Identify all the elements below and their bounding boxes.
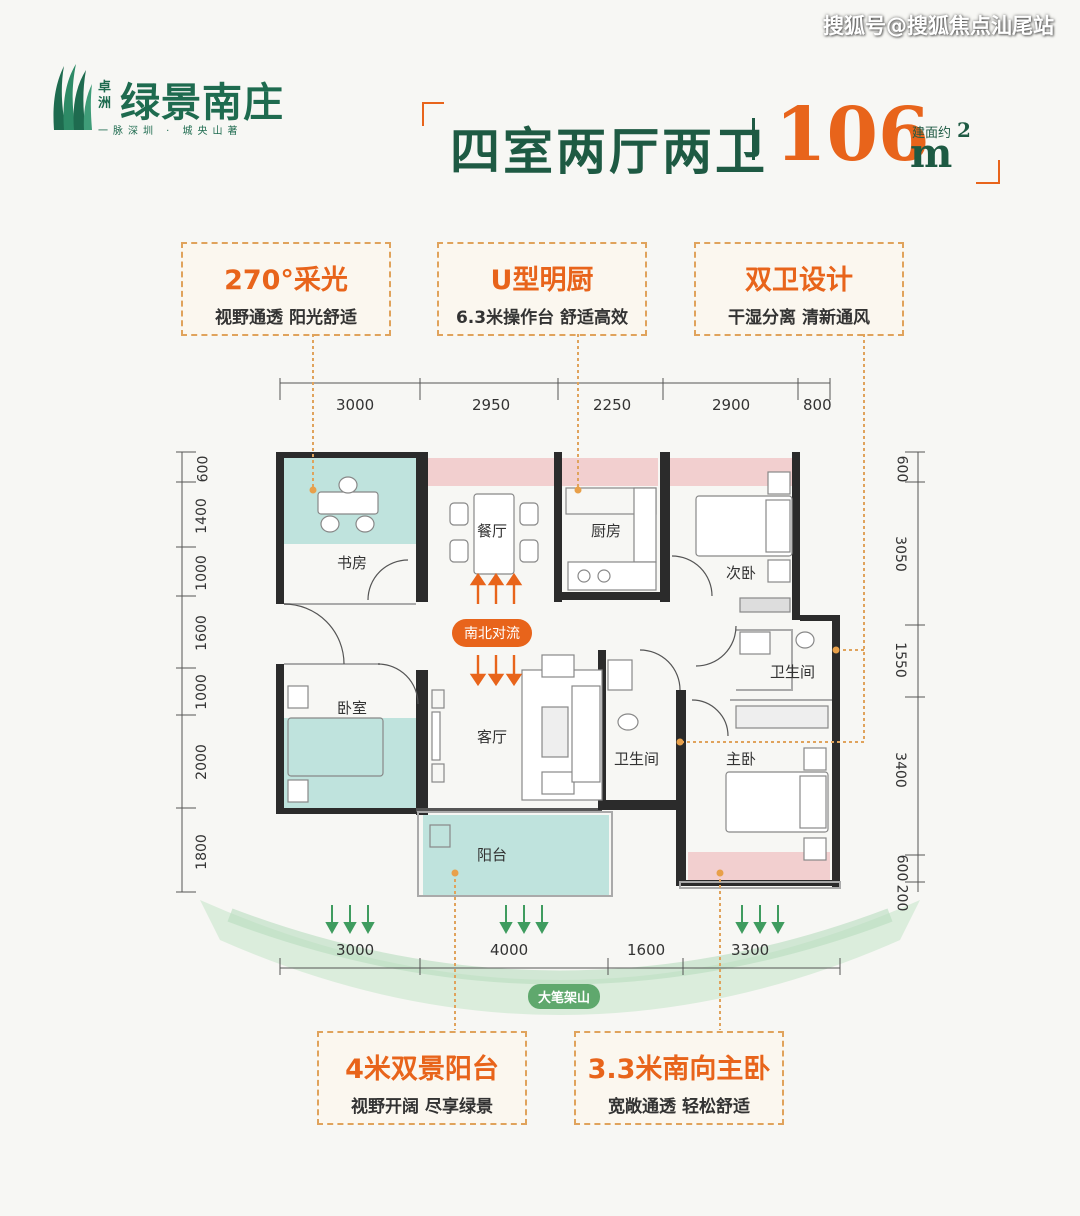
dim-right-4: 3400	[891, 752, 908, 788]
dim-top-1: 3000	[336, 396, 375, 414]
area-label: 建面约	[912, 126, 952, 141]
callout-kitchen-title: U型明厨	[490, 265, 594, 296]
brand-logo-icon	[53, 64, 92, 130]
watermark: 搜狐号@搜狐焦点汕尾站	[823, 14, 1054, 38]
dim-bottom-1: 3000	[336, 941, 375, 959]
room-living: 客厅	[477, 728, 508, 746]
callout-master-title: 3.3米南向主卧	[587, 1054, 771, 1085]
callout-bath-title: 双卫设计	[745, 265, 853, 296]
dim-left-6: 2000	[193, 744, 210, 780]
room-dining: 餐厅	[477, 522, 508, 540]
callout-balcony-title: 4米双景阳台	[345, 1054, 499, 1085]
room-master: 主卧	[726, 750, 757, 768]
room-study: 书房	[337, 554, 368, 572]
room-balcony: 阳台	[477, 846, 508, 864]
mountain-view-arc	[200, 900, 920, 1015]
title-bracket-right	[976, 160, 1000, 184]
dim-top-4: 2900	[712, 396, 751, 414]
callout-light: 270°采光 视野通透 阳光舒适	[181, 242, 391, 336]
callout-master: 3.3米南向主卧 宽敞通透 轻松舒适	[574, 1031, 784, 1125]
layout-title: 四室两厅两卫	[450, 122, 768, 181]
dim-right-6: 200	[893, 884, 910, 912]
callout-balcony-sub: 视野开阔 尽享绿景	[351, 1097, 493, 1117]
dim-top-2: 2950	[472, 396, 511, 414]
dim-left-7: 1800	[193, 834, 210, 870]
room-second-bedroom: 次卧	[726, 564, 757, 582]
title-separator	[752, 118, 755, 160]
room-bathroom-2: 卫生间	[770, 663, 816, 681]
dimension-lines	[176, 378, 925, 975]
dim-left-4: 1600	[193, 615, 210, 651]
brand-prefix: 卓洲	[98, 80, 112, 111]
dim-left-5: 1000	[193, 674, 210, 710]
brand-name: 绿景南庄	[120, 80, 284, 126]
view-arrows	[325, 905, 785, 935]
dim-left-1: 600	[195, 455, 212, 483]
room-kitchen: 厨房	[591, 522, 622, 540]
dim-right-2: 3050	[891, 536, 908, 572]
dim-left-3: 1000	[193, 555, 210, 591]
dim-left-2: 1400	[193, 498, 210, 534]
window-dining	[426, 458, 658, 486]
balcony-fill	[423, 815, 609, 895]
callout-kitchen-sub: 6.3米操作台 舒适高效	[455, 308, 629, 328]
ventilation-badge: 南北对流	[452, 619, 532, 647]
ventilation-arrows	[469, 572, 523, 687]
dim-bottom-4: 3300	[731, 941, 770, 959]
callout-leaders	[312, 334, 865, 1030]
dim-top-5: 800	[803, 396, 832, 414]
brand-slogan: 一脉深圳 · 城央山著	[98, 126, 243, 137]
dim-bottom-2: 4000	[490, 941, 529, 959]
callout-bath-sub: 干湿分离 清新通风	[728, 308, 870, 328]
callout-balcony: 4米双景阳台 视野开阔 尽享绿景	[317, 1031, 527, 1125]
area-unit-superscript: 2	[957, 118, 971, 142]
callout-master-sub: 宽敞通透 轻松舒适	[608, 1097, 750, 1117]
callout-light-title: 270°采光	[224, 265, 348, 296]
area-value: 106	[775, 92, 930, 178]
furniture	[287, 471, 829, 861]
dim-bottom-3: 1600	[627, 941, 666, 959]
callout-kitchen: U型明厨 6.3米操作台 舒适高效	[437, 242, 647, 336]
room-bedroom: 卧室	[337, 699, 368, 717]
dim-right-5: 600	[893, 854, 910, 882]
doors	[283, 555, 737, 737]
area-unit: m	[910, 130, 953, 177]
mountain-badge: 大笔架山	[528, 984, 601, 1009]
dim-right-3: 1550	[891, 642, 908, 678]
dim-right-1: 600	[893, 455, 910, 483]
room-bathroom-1: 卫生间	[614, 750, 660, 768]
callout-bath: 双卫设计 干湿分离 清新通风	[694, 242, 904, 336]
dim-top-3: 2250	[593, 396, 632, 414]
callout-light-sub: 视野通透 阳光舒适	[215, 308, 357, 328]
leader-dots	[309, 486, 840, 877]
title-bracket-left	[422, 102, 444, 126]
